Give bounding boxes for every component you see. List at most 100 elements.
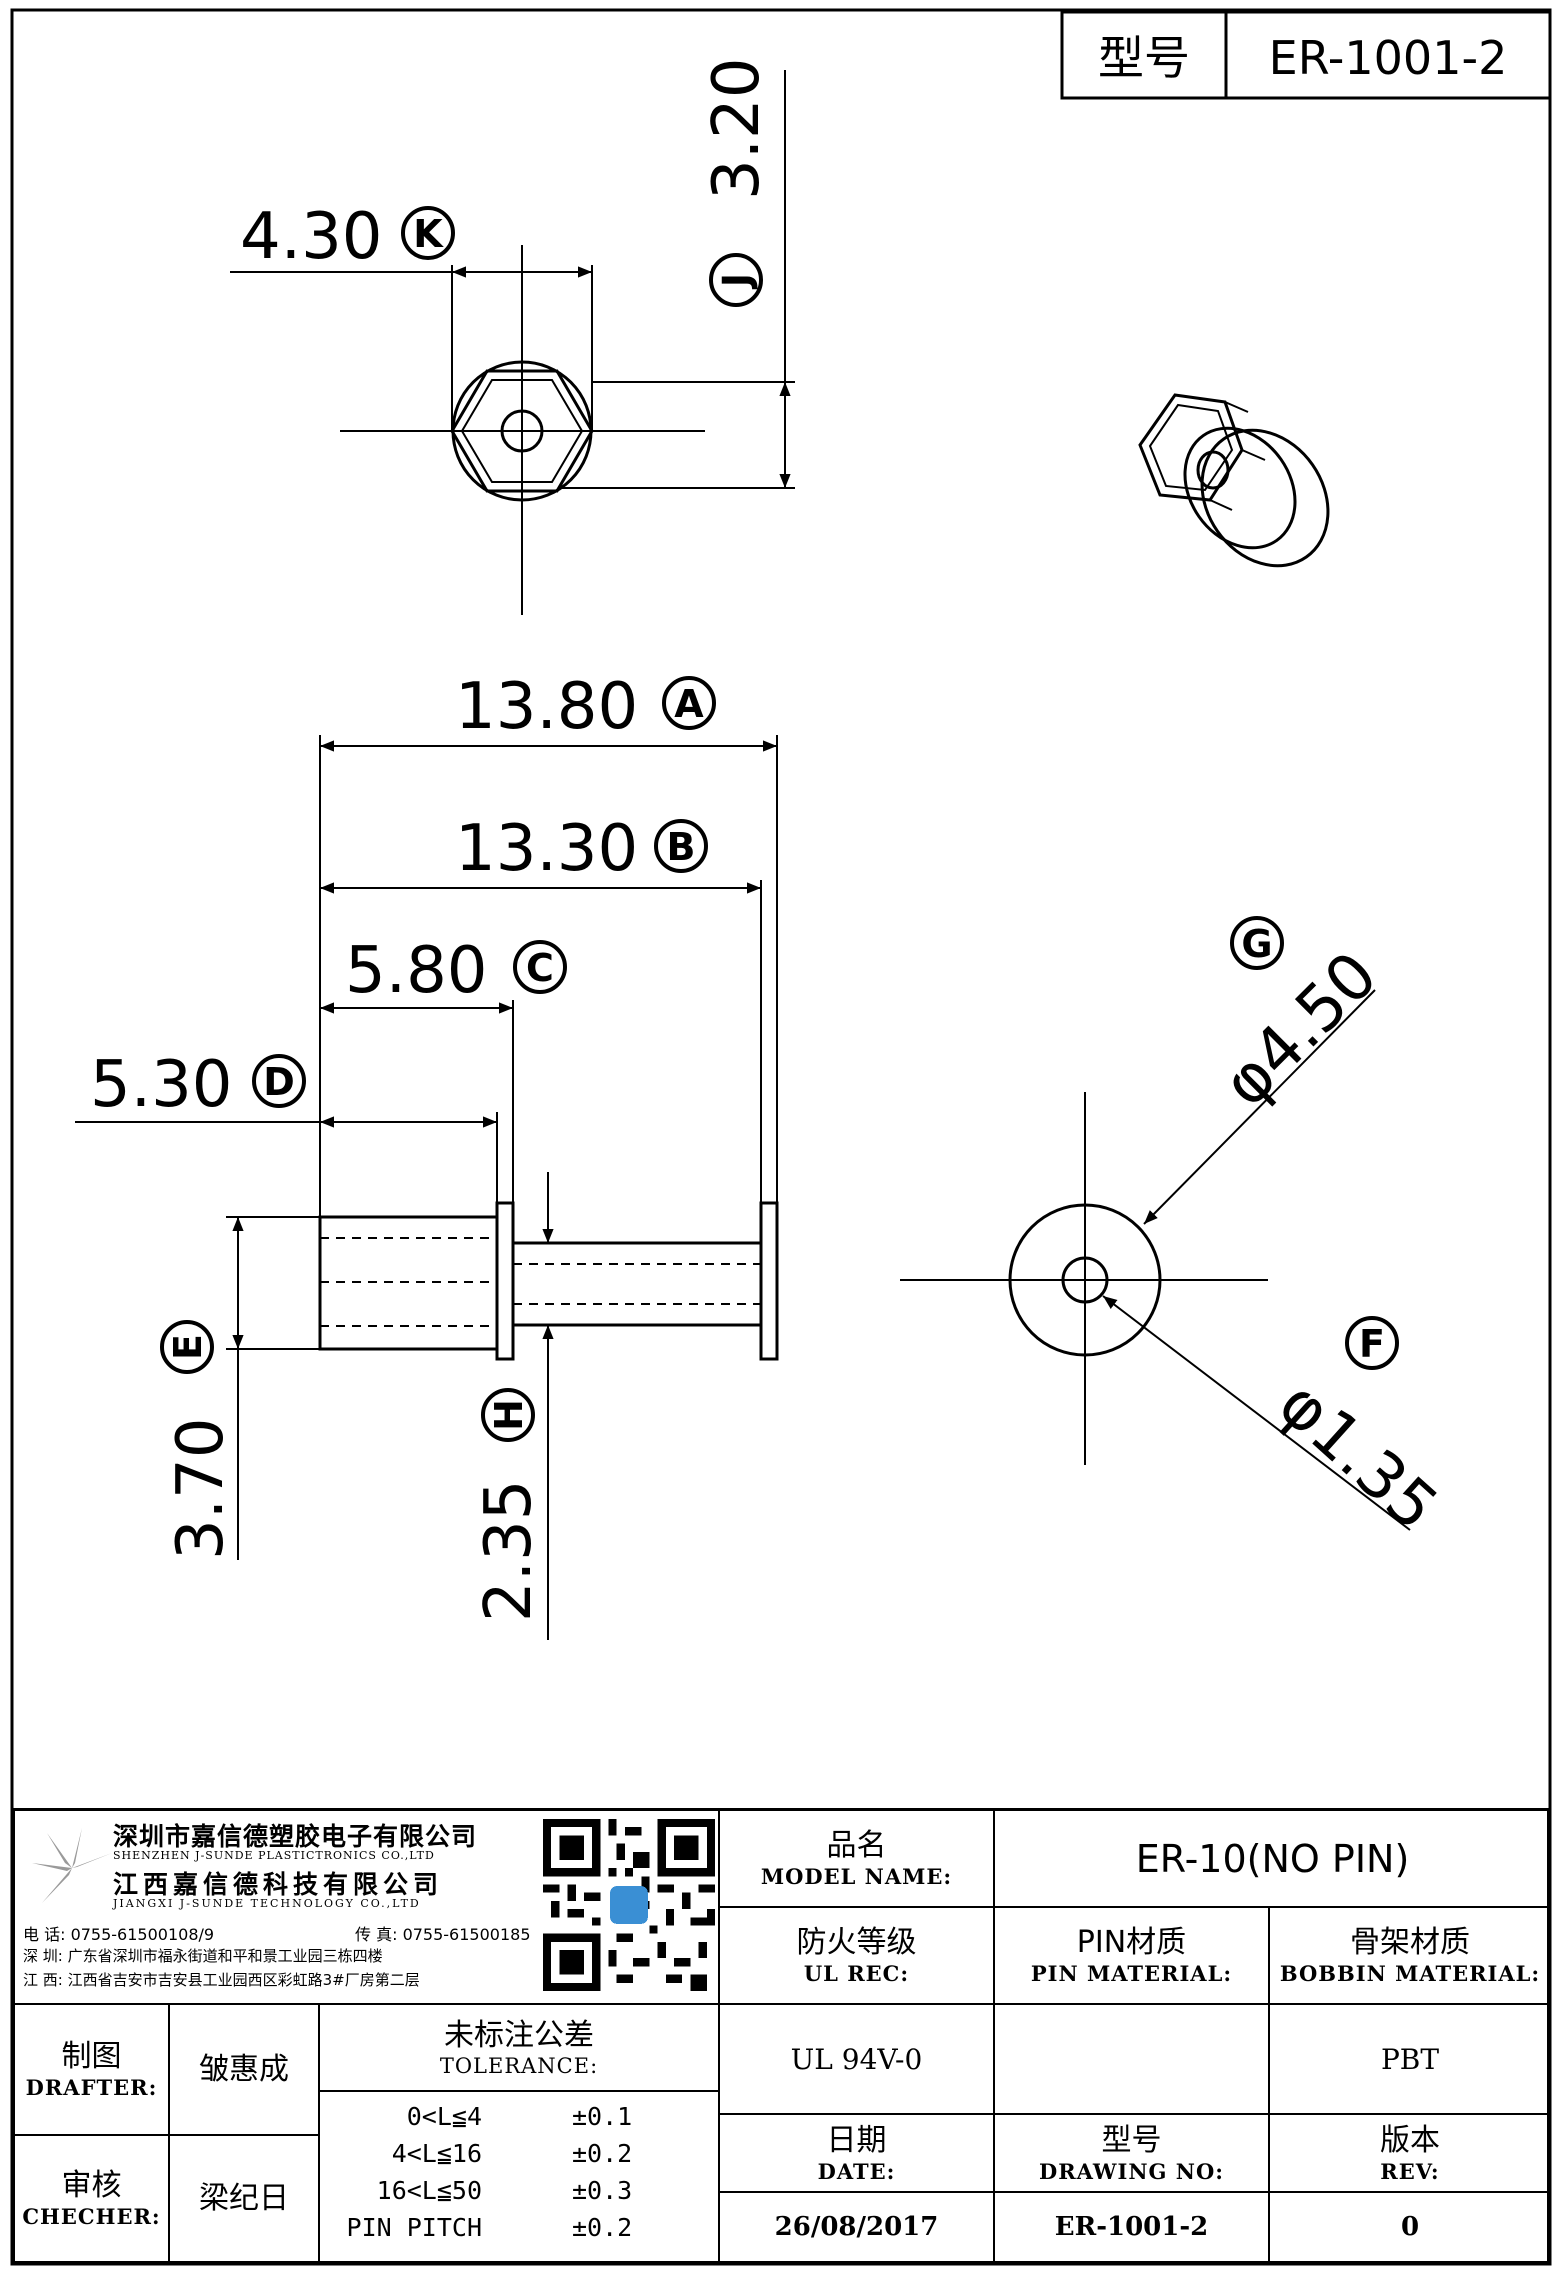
dim-K-value: 4.30 bbox=[240, 200, 383, 274]
pin-material-value-cell bbox=[995, 2005, 1270, 2115]
drawing-no-label-cell: 型号 DRAWING NO: bbox=[995, 2115, 1270, 2193]
bobbin-material-label-cell: 骨架材质 BOBBIN MATERIAL: bbox=[1270, 1908, 1550, 2005]
ul-value-cell: UL 94V-0 bbox=[720, 2005, 995, 2115]
dim-F-letter: F bbox=[1359, 1322, 1385, 1366]
dim-K-letter: K bbox=[413, 212, 444, 256]
tolerance-label-cell: 未标注公差 TOLERANCE: bbox=[320, 2005, 720, 2092]
dim-E-value: 3.70 bbox=[164, 1418, 238, 1561]
dim-B-value: 13.30 bbox=[455, 812, 638, 886]
company-info: 深圳市嘉信德塑胶电子有限公司 SHENZHEN J-SUNDE PLASTICT… bbox=[15, 1811, 720, 2005]
dim-K-label: 4.30 K bbox=[240, 200, 455, 274]
dim-J-letter: J bbox=[715, 273, 759, 290]
date-value: 26/08/2017 bbox=[774, 2212, 939, 2242]
checker-label-cell: 审核 CHECHER: bbox=[15, 2136, 170, 2261]
qr-center-logo-icon bbox=[610, 1886, 648, 1924]
company-address-jiangxi: 江 西: 江西省吉安市吉安县工业园西区彩虹路3#厂房第二层 bbox=[23, 1971, 420, 1989]
title-block: 深圳市嘉信德塑胶电子有限公司 SHENZHEN J-SUNDE PLASTICT… bbox=[12, 1808, 1550, 2264]
dim-J-value: 3.20 bbox=[700, 58, 774, 201]
dim-H-balloon bbox=[481, 1388, 535, 1442]
qr-code bbox=[543, 1819, 715, 1991]
dim-D-value: 5.30 bbox=[90, 1048, 233, 1122]
bobbin-material-label-en: BOBBIN MATERIAL: bbox=[1279, 1961, 1541, 1986]
dim-B-letter: B bbox=[667, 825, 696, 869]
rev-value-cell: 0 bbox=[1270, 2193, 1550, 2261]
tolerance-label-zh: 未标注公差 bbox=[444, 2017, 594, 2053]
dim-A-label: 13.80 A bbox=[455, 670, 716, 744]
dim-G-balloon bbox=[1230, 916, 1284, 970]
rev-label-zh: 版本 bbox=[1380, 2122, 1440, 2158]
checker-value-cell: 梁纪日 bbox=[170, 2136, 320, 2261]
dim-J-balloon bbox=[709, 253, 763, 307]
tolerance-value: ±0.2 bbox=[572, 2213, 633, 2242]
end-view bbox=[900, 989, 1411, 1531]
dim-G-value: φ4.50 bbox=[1209, 938, 1392, 1121]
tolerance-value: ±0.2 bbox=[572, 2139, 633, 2168]
dim-G-label: G φ4.50 bbox=[1209, 916, 1392, 1121]
drawing-no-label-zh: 型号 bbox=[1101, 2122, 1162, 2158]
pin-material-label-cell: PIN材质 PIN MATERIAL: bbox=[995, 1908, 1270, 2005]
dim-F-label: F φ1.35 bbox=[1264, 1316, 1451, 1546]
company-name-shenzhen-en: SHENZHEN J-SUNDE PLASTICTRONICS CO.,LTD bbox=[113, 1849, 435, 1862]
rev-label-cell: 版本 REV: bbox=[1270, 2115, 1550, 2193]
ul-value: UL 94V-0 bbox=[790, 2042, 923, 2076]
top-view bbox=[230, 70, 795, 615]
dim-A-balloon bbox=[662, 676, 716, 730]
iso-hex-inner bbox=[1148, 403, 1234, 492]
tolerance-label-en: TOLERANCE: bbox=[439, 2053, 599, 2078]
dim-C-value: 5.80 bbox=[345, 934, 488, 1008]
iso-flange-back bbox=[1200, 428, 1330, 568]
ul-label-zh: 防火等级 bbox=[796, 1925, 917, 1960]
company-fax: 传 真: 0755-61500185 bbox=[355, 1925, 531, 1944]
date-label-zh: 日期 bbox=[826, 2122, 887, 2158]
company-phone: 电 话: 0755-61500108/9 bbox=[23, 1925, 215, 1944]
tolerance-range: 4<L≦16 bbox=[391, 2139, 482, 2168]
dim-E-balloon bbox=[160, 1320, 214, 1374]
tolerance-table: 0<L≦4 ±0.1 4<L≦16 ±0.2 16<L≦50 ±0.3 PIN … bbox=[320, 2092, 720, 2261]
checker-label-en: CHECHER: bbox=[22, 2204, 161, 2229]
company-name-jiangxi-en: JIANGXI J-SUNDE TECHNOLOGY CO.,LTD bbox=[113, 1897, 421, 1910]
bobbin-material-value: PBT bbox=[1380, 2042, 1440, 2076]
bobbin-material-value-cell: PBT bbox=[1270, 2005, 1550, 2115]
side-view-core bbox=[511, 1241, 763, 1327]
rev-label-en: REV: bbox=[1380, 2158, 1440, 2184]
tolerance-range: 16<L≦50 bbox=[376, 2176, 482, 2205]
drafter-label-zh: 制图 bbox=[61, 2039, 122, 2074]
model-name-label-en: MODEL NAME: bbox=[760, 1864, 953, 1889]
dim-E-label: 3.70 E bbox=[160, 1320, 238, 1561]
model-name-label-zh: 品名 bbox=[826, 1828, 887, 1863]
ul-label-en: UL REC: bbox=[803, 1961, 910, 1986]
dim-C-balloon bbox=[513, 940, 567, 994]
date-label-cell: 日期 DATE: bbox=[720, 2115, 995, 2193]
isometric-view bbox=[1138, 393, 1330, 568]
tolerance-value: ±0.1 bbox=[572, 2102, 633, 2131]
drafter-value: 皱惠成 bbox=[199, 2051, 289, 2087]
dim-F-balloon bbox=[1345, 1316, 1399, 1370]
pin-material-label-zh: PIN材质 bbox=[1076, 1925, 1187, 1960]
side-view-flange-left bbox=[495, 1201, 515, 1361]
bobbin-material-label-zh: 骨架材质 bbox=[1350, 1925, 1470, 1960]
model-header-label: 型号 bbox=[1098, 31, 1190, 85]
dim-B-label: 13.30 B bbox=[455, 812, 708, 886]
company-address-shenzhen: 深 圳: 广东省深圳市福永街道和平和景工业园三栋四楼 bbox=[23, 1947, 383, 1965]
ul-label-cell: 防火等级 UL REC: bbox=[720, 1908, 995, 2005]
dim-D-letter: D bbox=[263, 1060, 295, 1104]
company-name-jiangxi: 江西嘉信德科技有限公司 bbox=[113, 1870, 444, 1899]
model-name-value-cell: ER-10(NO PIN) bbox=[995, 1811, 1550, 1908]
drawing-no-value-cell: ER-1001-2 bbox=[995, 2193, 1270, 2261]
dim-A-letter: A bbox=[674, 682, 704, 726]
outer-frame bbox=[10, 8, 1552, 2266]
dim-F-value: φ1.35 bbox=[1264, 1367, 1451, 1546]
side-view-flange-right bbox=[759, 1201, 779, 1361]
drafter-label-en: DRAFTER: bbox=[25, 2075, 158, 2100]
tolerance-range: 0<L≦4 bbox=[406, 2102, 482, 2131]
model-header-value: ER-1001-2 bbox=[1269, 31, 1508, 85]
dim-J-label: 3.20 J bbox=[700, 58, 774, 307]
checker-value: 梁纪日 bbox=[199, 2180, 289, 2216]
model-name-label-cell: 品名 MODEL NAME: bbox=[720, 1811, 995, 1908]
dim-B-balloon bbox=[654, 819, 708, 873]
dim-H-value: 2.35 bbox=[472, 1480, 546, 1623]
dim-D-label: 5.30 D bbox=[90, 1048, 306, 1122]
tolerance-range: PIN PITCH bbox=[346, 2213, 482, 2242]
drafter-label-cell: 制图 DRAFTER: bbox=[15, 2005, 170, 2136]
